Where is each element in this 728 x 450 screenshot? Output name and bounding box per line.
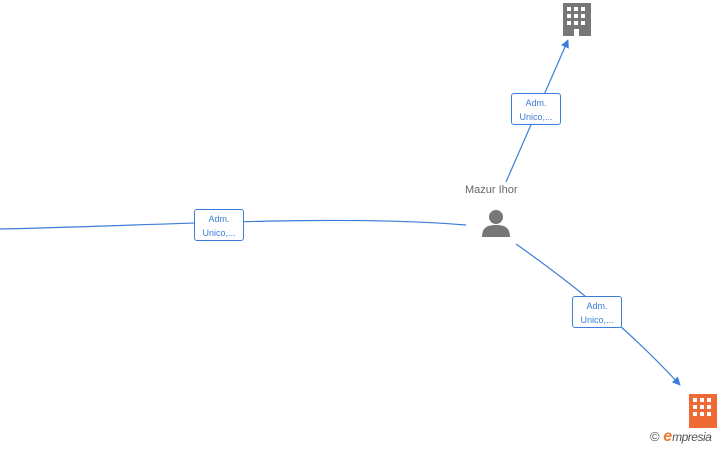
edge-label-role: Adm.: [208, 214, 230, 224]
edge-label-left[interactable]: Adm. Unico,...: [194, 209, 244, 241]
brand-watermark: © empresia: [650, 428, 712, 446]
edge-label-role: Adm.: [525, 98, 547, 108]
edge-label-role-detail: Unico,...: [202, 228, 236, 238]
edge-label-role-detail: Unico,...: [519, 112, 553, 122]
brand-logo-initial: e: [663, 428, 673, 445]
edge-label-top[interactable]: Adm. Unico,...: [511, 93, 561, 125]
building-icon[interactable]: [563, 3, 591, 36]
edge-label-bottom[interactable]: Adm. Unico,...: [572, 296, 622, 328]
person-name-label[interactable]: Mazur Ihor: [465, 184, 518, 196]
edge-label-role: Adm.: [586, 301, 608, 311]
person-icon[interactable]: [482, 210, 510, 237]
brand-logo-text: mpresia: [672, 430, 712, 444]
edge-label-role-detail: Unico,...: [580, 315, 614, 325]
building-icon-highlighted[interactable]: [689, 394, 717, 428]
copyright-symbol: ©: [650, 429, 660, 444]
